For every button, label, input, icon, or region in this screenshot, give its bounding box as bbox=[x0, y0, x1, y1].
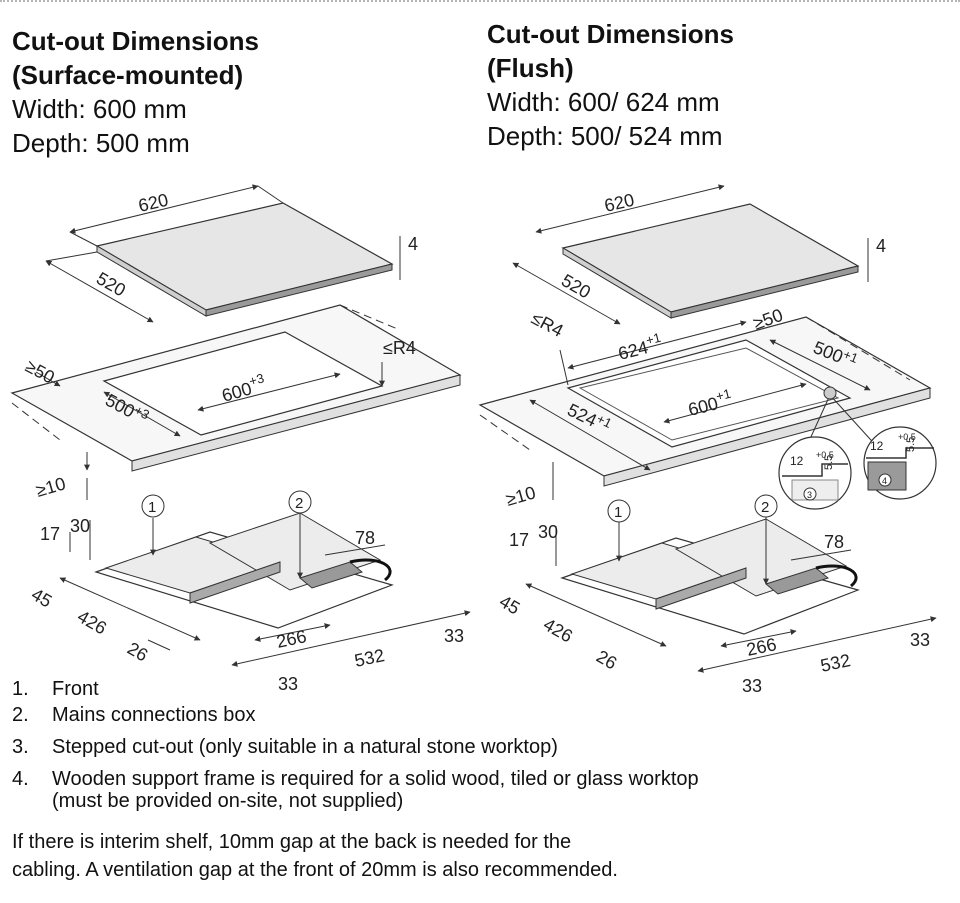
legend-item: 4. Wooden support frame is required for … bbox=[12, 766, 699, 792]
legend-text: Stepped cut-out (only suitable in a natu… bbox=[52, 736, 558, 758]
flush-callout-2-circle bbox=[754, 494, 778, 518]
flush-d266-label: 266 bbox=[745, 634, 779, 660]
legend-list: 1. Front 2. Mains connections box 3. Ste… bbox=[12, 676, 699, 814]
surface-width: Width: 600 mm bbox=[12, 94, 187, 124]
flush-callout-2-label: 2 bbox=[761, 499, 769, 516]
surface-underside-dimension-lines bbox=[59, 512, 471, 667]
legend-text: Wooden support frame is required for a s… bbox=[52, 768, 699, 790]
surface-depth: Depth: 500 mm bbox=[12, 128, 190, 158]
surface-d78-label: 78 bbox=[355, 528, 375, 548]
flush-callout-1-label: 1 bbox=[614, 504, 622, 521]
flush-detail-4-55: 5.5 bbox=[905, 437, 917, 452]
surface-hob-dimension-lines bbox=[45, 184, 401, 323]
flush-d78-label: 78 bbox=[824, 532, 844, 552]
flush-callout-1-circle bbox=[607, 499, 631, 523]
legend-number: 4. bbox=[12, 768, 29, 790]
surface-gap-label: ≥10 bbox=[34, 473, 68, 500]
flush-hob-depth-label: 520 bbox=[558, 270, 594, 302]
surface-d266-label: 266 bbox=[275, 626, 309, 652]
flush-hob-underside bbox=[560, 518, 860, 635]
surface-d426-label: 426 bbox=[74, 606, 110, 638]
flush-cut-width-tolerance: +1 bbox=[714, 386, 732, 404]
flush-detail-3 bbox=[778, 436, 852, 510]
surface-d30-label: 30 bbox=[70, 516, 90, 536]
flush-hob-top bbox=[561, 203, 860, 319]
surface-title-line2: (Surface-mounted) bbox=[12, 60, 244, 90]
flush-outer-depth-tolerance: +1 bbox=[594, 411, 614, 431]
flush-detail-4 bbox=[863, 426, 937, 500]
flush-outer-width-tolerance: +1 bbox=[644, 330, 662, 348]
flush-d33b-label: 33 bbox=[742, 676, 762, 696]
legend-number: 2. bbox=[12, 704, 29, 726]
legend-item: 1. Front bbox=[12, 676, 699, 702]
surface-callout-1-label: 1 bbox=[148, 499, 156, 516]
surface-hob-depth-label: 520 bbox=[93, 268, 129, 300]
surface-radius-label: ≤R4 bbox=[383, 338, 416, 358]
surface-d17-label: 17 bbox=[40, 524, 60, 544]
flush-title-line2: (Flush) bbox=[487, 53, 574, 83]
surface-cutout-depth-tolerance: +3 bbox=[132, 402, 152, 422]
flush-detail-3-tol: +0.5 bbox=[816, 450, 834, 460]
flush-d33a-label: 33 bbox=[910, 630, 930, 650]
flush-depth: Depth: 500/ 524 mm bbox=[487, 121, 723, 151]
surface-hob-underside bbox=[94, 512, 394, 629]
legend-text: Mains connections box bbox=[52, 704, 256, 726]
surface-d26-label: 26 bbox=[124, 638, 151, 665]
surface-hob-top bbox=[95, 202, 394, 317]
ventilation-note-line2: cabling. A ventilation gap at the front … bbox=[12, 859, 618, 881]
flush-underside-dimension-lines bbox=[525, 516, 937, 673]
flush-detail-4-12: 12 bbox=[870, 439, 884, 453]
legend-item: 3. Stepped cut-out (only suitable in a n… bbox=[12, 734, 699, 760]
legend-item: 2. Mains connections box bbox=[12, 702, 699, 728]
surface-d532-label: 532 bbox=[353, 645, 387, 671]
legend-number: 1. bbox=[12, 678, 29, 700]
surface-callout-2-label: 2 bbox=[295, 495, 303, 512]
flush-heading: Cut-out Dimensions (Flush) Width: 600/ 6… bbox=[487, 17, 734, 153]
legend-number: 3. bbox=[12, 736, 29, 758]
surface-callout-2-circle bbox=[288, 490, 312, 514]
flush-d426-label: 426 bbox=[540, 614, 576, 646]
ventilation-note-line1: If there is interim shelf, 10mm gap at t… bbox=[12, 831, 572, 853]
flush-detail-4-tol: +0.5 bbox=[898, 432, 916, 442]
flush-d26-label: 26 bbox=[593, 646, 620, 673]
surface-hob-width-label: 620 bbox=[136, 190, 170, 216]
legend-item-4-continued: (must be provided on-site, not supplied) bbox=[52, 790, 404, 812]
cutout-diagrams: 620 520 4 ≥50 ≤R4 600+3 500+3 ≥10 bbox=[10, 184, 937, 696]
surface-d33a-label: 33 bbox=[444, 626, 464, 646]
surface-callout-1-circle bbox=[141, 494, 165, 518]
flush-detail-3-12: 12 bbox=[790, 454, 804, 468]
surface-mounted-heading: Cut-out Dimensions (Surface-mounted) Wid… bbox=[12, 24, 259, 160]
flush-hob-width-label: 620 bbox=[602, 190, 636, 216]
flush-radius-label: ≤R4 bbox=[528, 308, 566, 341]
surface-title-line1: Cut-out Dimensions bbox=[12, 26, 259, 56]
flush-hob-height-label: 4 bbox=[876, 236, 886, 256]
flush-hob-dimension-lines bbox=[512, 184, 869, 325]
flush-cut-depth2-tolerance: +1 bbox=[841, 347, 860, 366]
flush-d45-label: 45 bbox=[496, 591, 523, 618]
flush-d17-label: 17 bbox=[509, 530, 529, 550]
flush-width: Width: 600/ 624 mm bbox=[487, 87, 720, 117]
flush-title-line1: Cut-out Dimensions bbox=[487, 19, 734, 49]
surface-cutout-width-tolerance: +3 bbox=[247, 370, 265, 389]
page-top-border bbox=[0, 0, 960, 2]
legend-text: Front bbox=[52, 678, 99, 700]
flush-d30-label: 30 bbox=[538, 522, 558, 542]
flush-gap-label: ≥10 bbox=[504, 482, 538, 509]
surface-d33b-label: 33 bbox=[278, 674, 298, 694]
flush-d532-label: 532 bbox=[819, 650, 853, 676]
surface-cutout-dimension-lines bbox=[35, 362, 385, 500]
flush-detail-3-label: 3 bbox=[807, 490, 812, 500]
flush-detail-marker bbox=[823, 386, 837, 400]
surface-d45-label: 45 bbox=[28, 584, 55, 611]
surface-hob-height-label: 4 bbox=[408, 234, 418, 254]
ventilation-note: If there is interim shelf, 10mm gap at t… bbox=[12, 828, 912, 884]
flush-detail-3-55: 5.5 bbox=[823, 455, 835, 470]
flush-detail-4-label: 4 bbox=[882, 476, 887, 486]
